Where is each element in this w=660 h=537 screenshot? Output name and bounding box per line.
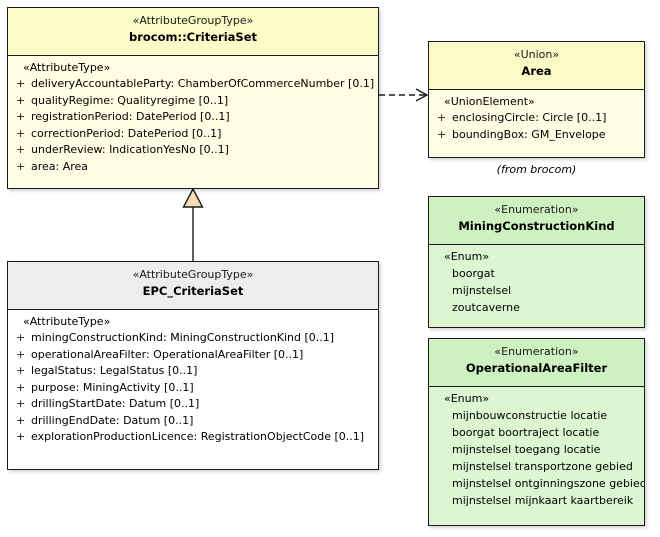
enum-literal: mijnstelsel transportzone gebied	[452, 460, 633, 473]
attribute-row: + underReview: IndicationYesNo [0..1]	[12, 142, 374, 159]
class-name: Area	[521, 63, 552, 78]
attribute-signature: purpose: MiningActivity [0..1]	[31, 380, 194, 394]
attribute-row: + explorationProductionLicence: Registrat…	[12, 429, 374, 446]
class-box-area[interactable]: «Union» Area «UnionElement» + enclosingCi…	[428, 41, 645, 158]
attribute-signature: drillingEndDate: Datum [0..1]	[31, 413, 194, 427]
class-header-criteriaset: «AttributeGroupType» brocom::CriteriaSet	[8, 8, 378, 56]
attribute-visibility: +	[16, 430, 26, 443]
generalization-triangle	[182, 187, 204, 208]
attribute-row: + purpose: MiningActivity [0..1]	[12, 380, 374, 397]
class-stereotype: «Union»	[513, 48, 560, 61]
compartment-stereotype: «AttributeType»	[23, 61, 111, 74]
enum-literal: mijnstelsel mijnkaart kaartbereik	[452, 494, 634, 507]
compartment-stereotype: «Enum»	[444, 250, 490, 263]
attribute-row: + drillingEndDate: Datum [0..1]	[12, 413, 374, 430]
class-body-area: «UnionElement» + enclosingCircle: Circle …	[429, 90, 644, 157]
attribute-row: + area: Area	[12, 159, 374, 176]
enum-literal: mijnstelsel	[452, 284, 512, 297]
class-body-epc-criteriaset: «AttributeType» + miningConstructionKind:…	[8, 310, 378, 469]
attribute-signature: underReview: IndicationYesNo [0..1]	[31, 143, 229, 156]
enumeration-header-operational-area-filter: «Enumeration» OperationalAreaFilter	[429, 339, 644, 387]
enum-literal: boorgat	[452, 267, 495, 280]
attribute-row: + drillingStartDate: Datum [0..1]	[12, 396, 374, 413]
attribute-visibility: +	[16, 159, 26, 173]
dependency-arrowhead	[415, 88, 429, 102]
attribute-signature: boundingBox: GM_Envelope	[452, 127, 606, 141]
attribute-visibility: +	[16, 126, 26, 140]
attribute-signature: qualityRegime: Qualityregime [0..1]	[31, 93, 229, 107]
class-body-criteriaset: «AttributeType» + deliveryAccountablePart…	[8, 56, 378, 188]
attribute-row: + registrationPeriod: DatePeriod [0..1]	[12, 109, 374, 126]
attribute-signature: registrationPeriod: DatePeriod [0..1]	[31, 110, 230, 123]
compartment-stereotype: «Enum»	[444, 392, 490, 405]
enum-literal: mijnstelsel toegang locatie	[452, 443, 601, 456]
attribute-visibility: +	[16, 397, 26, 410]
attribute-visibility: +	[16, 331, 26, 344]
attribute-visibility: +	[16, 77, 26, 90]
attribute-visibility: +	[16, 93, 26, 107]
enumeration-body-operational-area-filter: «Enum» mijnbouwconstructie locatie boorg…	[429, 387, 644, 525]
enumeration-box-operational-area-filter[interactable]: «Enumeration» OperationalAreaFilter «Enu…	[428, 338, 645, 526]
attribute-row: + legalStatus: LegalStatus [0..1]	[12, 363, 374, 380]
attribute-signature: miningConstructionKind: MiningConstructi…	[31, 331, 335, 344]
attribute-signature: enclosingCircle: Circle [0..1]	[452, 111, 607, 124]
class-box-epc-criteriaset[interactable]: «AttributeGroupType» EPC_CriteriaSet «At…	[7, 261, 379, 470]
attribute-visibility: +	[16, 347, 26, 361]
attribute-visibility: +	[16, 364, 26, 377]
attribute-visibility: +	[16, 110, 26, 123]
enum-literal: zoutcaverne	[452, 301, 520, 314]
class-name: brocom::CriteriaSet	[128, 29, 257, 44]
attribute-row: + miningConstructionKind: MiningConstruct…	[12, 330, 374, 347]
enumeration-name: OperationalAreaFilter	[465, 360, 608, 375]
enumeration-name: MiningConstructionKind	[458, 218, 615, 233]
compartment-stereotype: «AttributeType»	[23, 315, 111, 328]
attribute-signature: correctionPeriod: DatePeriod [0..1]	[31, 126, 222, 140]
attribute-row: + enclosingCircle: Circle [0..1]	[433, 110, 640, 127]
enumeration-stereotype: «Enumeration»	[494, 203, 579, 216]
enumeration-stereotype: «Enumeration»	[494, 345, 579, 358]
attribute-signature: legalStatus: LegalStatus [0..1]	[31, 364, 198, 377]
class-name: EPC_CriteriaSet	[142, 283, 244, 298]
class-header-area: «Union» Area	[429, 42, 644, 90]
attribute-row: + deliveryAccountableParty: ChamberOfComm…	[12, 76, 374, 93]
package-origin-caption: (from brocom)	[496, 163, 577, 176]
enumeration-body-mining-construction-kind: «Enum» boorgat mijnstelsel zoutcaverne	[429, 245, 644, 327]
enumeration-box-mining-construction-kind[interactable]: «Enumeration» MiningConstructionKind «En…	[428, 196, 645, 328]
compartment-stereotype: «UnionElement»	[444, 95, 535, 108]
attribute-row: + qualityRegime: Qualityregime [0..1]	[12, 93, 374, 110]
class-stereotype: «AttributeGroupType»	[132, 14, 254, 27]
attribute-signature: drillingStartDate: Datum [0..1]	[31, 397, 200, 410]
enum-literal: boorgat boortraject locatie	[452, 426, 600, 439]
enum-literal: mijnstelsel ontginningszone gebied	[452, 477, 645, 490]
attribute-signature: area: Area	[31, 159, 89, 173]
attribute-signature: operationalAreaFilter: OperationalAreaFi…	[31, 347, 304, 361]
enumeration-header-mining-construction-kind: «Enumeration» MiningConstructionKind	[429, 197, 644, 245]
attribute-visibility: +	[437, 127, 447, 141]
attribute-row: + operationalAreaFilter: OperationalAreaF…	[12, 347, 374, 364]
attribute-row: + boundingBox: GM_Envelope	[433, 127, 640, 144]
enum-literal: mijnbouwconstructie locatie	[452, 409, 608, 422]
attribute-visibility: +	[16, 380, 26, 394]
attribute-visibility: +	[16, 143, 26, 156]
attribute-row: + correctionPeriod: DatePeriod [0..1]	[12, 126, 374, 143]
attribute-visibility: +	[437, 111, 447, 124]
attribute-visibility: +	[16, 413, 26, 427]
class-header-epc-criteriaset: «AttributeGroupType» EPC_CriteriaSet	[8, 262, 378, 310]
class-box-criteriaset[interactable]: «AttributeGroupType» brocom::CriteriaSet…	[7, 7, 379, 189]
attribute-signature: explorationProductionLicence: Registrati…	[31, 430, 365, 443]
attribute-signature: deliveryAccountableParty: ChamberOfComme…	[31, 77, 375, 90]
class-stereotype: «AttributeGroupType»	[132, 268, 254, 281]
